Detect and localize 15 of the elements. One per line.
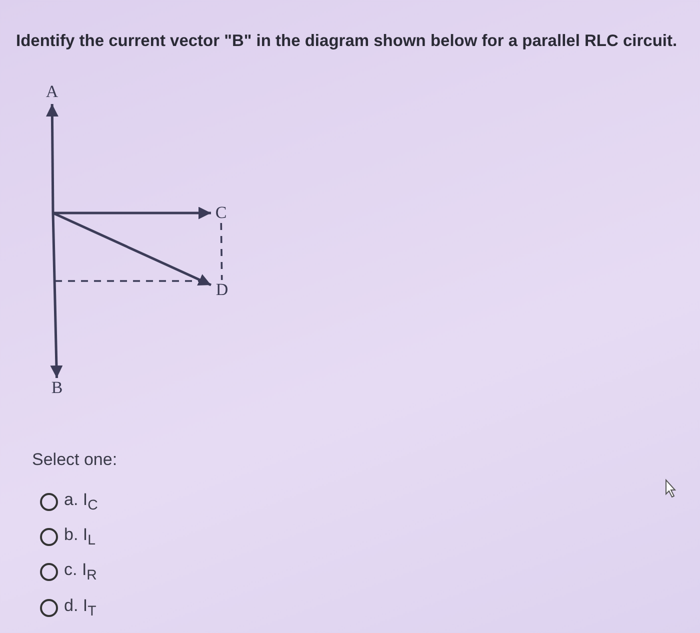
answer-option: a. I$_{C}$: [64, 490, 98, 514]
vector-arrow: [52, 212, 212, 286]
vector-label: D: [211, 280, 233, 300]
vector-arrow: [46, 104, 58, 213]
vector-label: A: [42, 82, 62, 104]
answer-option: d. I$_{T}$: [64, 596, 96, 620]
prompt-text: Select one:: [32, 450, 118, 470]
dashed-line: [220, 222, 223, 280]
vector-label: B: [47, 378, 67, 400]
vector-arrow: [50, 212, 63, 378]
answer-option: c. I$_{R}$: [64, 560, 97, 584]
vector-label: C: [211, 203, 231, 223]
answer-option: b. I$_{L}$: [64, 525, 96, 548]
question-text: Identify the current vector "B" in the diagram shown below for a parallel RLC circuit.: [16, 32, 678, 51]
vector-arrow: [53, 206, 211, 220]
